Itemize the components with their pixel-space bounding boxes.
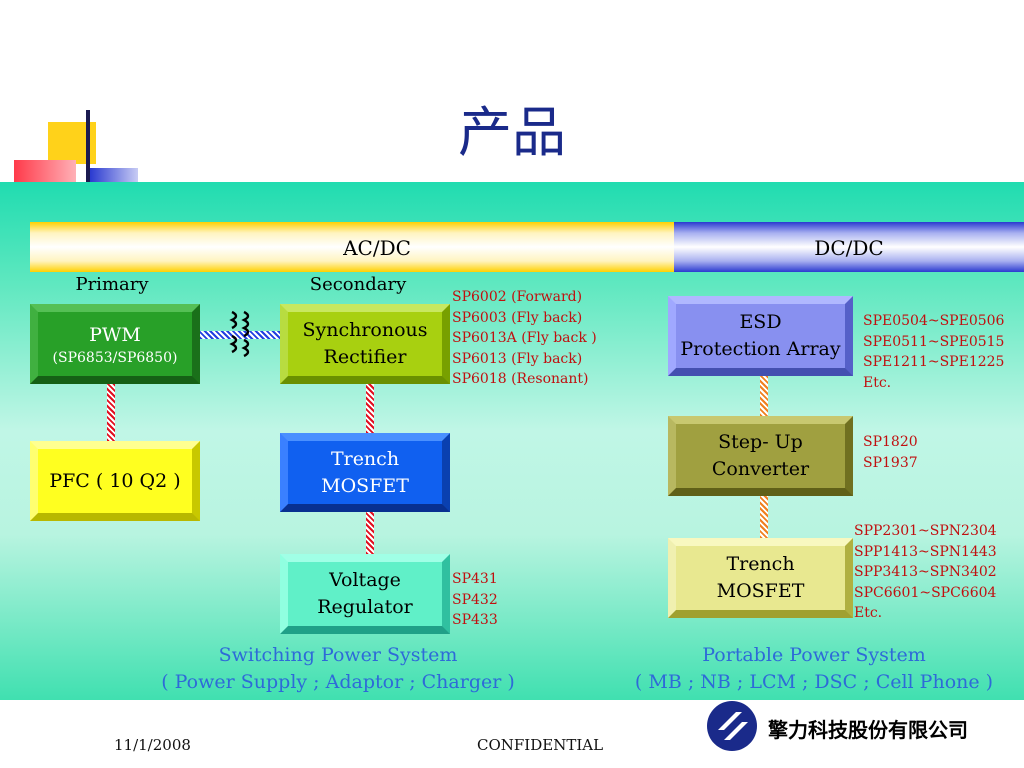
slide-title: 产品 — [458, 101, 566, 164]
pfc-label: PFC ( 10 Q2 ) — [49, 469, 181, 492]
secondary-label: Secondary — [309, 274, 407, 295]
portable-system-title: Portable Power System — [702, 644, 926, 666]
transformer-coil-icon — [229, 310, 250, 358]
trench-ac-line2: MOSFET — [321, 474, 409, 497]
trench-mosfet-dc-box: Trench MOSFET — [668, 538, 853, 618]
part-item: SP6003 (Fly back) — [452, 309, 583, 326]
company-logo-icon — [707, 701, 757, 751]
part-item: SPE1211~SPE1225 — [863, 354, 1005, 370]
sync-line1: Synchronous — [302, 319, 428, 341]
part-item: SP1937 — [863, 454, 918, 471]
decorative-blue-bar — [90, 168, 138, 182]
trench-dc-line1: Trench — [726, 553, 795, 575]
esd-parts-list: SPE0504~SPE0506 SPE0511~SPE0515 SPE1211~… — [863, 311, 1004, 393]
stepup-line2: Converter — [711, 458, 810, 480]
company-name: 擎力科技股份有限公司 — [768, 718, 968, 742]
pwm-title: PWM — [89, 323, 141, 346]
part-item: SPE0511~SPE0515 — [863, 333, 1005, 350]
portable-system-apps: ( MB ; NB ; LCM ; DSC ; Cell Phone ) — [634, 671, 994, 693]
part-item: SP1820 — [863, 434, 918, 450]
pfc-box: PFC ( 10 Q2 ) — [30, 441, 200, 521]
stepup-line1: Step- Up — [718, 431, 803, 453]
part-item: SP432 — [452, 591, 498, 608]
decorative-vertical-line — [86, 110, 90, 184]
part-item: SP6013 (Fly back) — [452, 350, 583, 367]
part-item: Etc. — [854, 605, 883, 621]
ac-dc-band — [30, 222, 674, 272]
stepup-trench-connector — [760, 496, 768, 538]
decorative-red-bar — [14, 160, 76, 182]
stepup-parts-list: SP1820 SP1937 — [863, 432, 918, 473]
part-item: SP6002 (Forward) — [452, 289, 583, 305]
step-up-converter-box: Step- Up Converter — [668, 416, 853, 496]
synchronous-rectifier-box: Synchronous Rectifier — [280, 304, 450, 384]
footer-date: 11/1/2008 — [114, 736, 191, 754]
trench-mosfet-ac-box: Trench MOSFET — [280, 433, 450, 512]
voltage-parts-list: SP431 SP432 SP433 — [452, 569, 498, 631]
pwm-pfc-connector — [107, 384, 115, 441]
esd-line2: Protection Array — [680, 338, 841, 360]
part-item: Etc. — [863, 374, 892, 391]
voltage-line1: Voltage — [329, 569, 401, 591]
esd-protection-array-box: ESD Protection Array — [668, 296, 853, 376]
primary-label: Primary — [75, 274, 149, 295]
part-item: SPE0504~SPE0506 — [863, 313, 1005, 329]
ac-dc-label: AC/DC — [343, 236, 411, 260]
switching-system-title: Switching Power System — [218, 644, 458, 666]
part-item: SP433 — [452, 612, 498, 628]
voltage-regulator-box: Voltage Regulator — [280, 554, 450, 634]
voltage-line2: Regulator — [317, 596, 413, 618]
sync-line2: Rectifier — [323, 346, 407, 368]
footer-confidential: CONFIDENTIAL — [477, 736, 604, 754]
esd-stepup-connector — [760, 376, 768, 416]
pwm-subtitle: (SP6853/SP6850) — [52, 349, 178, 366]
part-item: SP6018 (Resonant) — [452, 371, 589, 387]
part-item: SPC6601~SPC6604 — [854, 584, 997, 601]
part-item: SP6013A (Fly back ) — [452, 330, 597, 346]
esd-line1: ESD — [739, 311, 782, 333]
part-item: SP431 — [452, 571, 498, 587]
dc-dc-band — [674, 222, 1024, 272]
trench-voltage-connector — [366, 512, 374, 554]
sync-parts-list: SP6002 (Forward) SP6003 (Fly back) SP601… — [452, 287, 597, 390]
part-item: SPP2301~SPN2304 — [854, 523, 997, 539]
part-item: SPP3413~SPN3402 — [854, 564, 997, 580]
trench-dc-parts-list: SPP2301~SPN2304 SPP1413~SPN1443 SPP3413~… — [854, 521, 997, 624]
trench-ac-line1: Trench — [330, 447, 400, 470]
switching-system-apps: ( Power Supply ; Adaptor ; Charger ) — [161, 671, 515, 693]
transformer-link — [200, 331, 282, 339]
pwm-box: PWM (SP6853/SP6850) — [30, 304, 200, 384]
part-item: SPP1413~SPN1443 — [854, 543, 997, 560]
dc-dc-label: DC/DC — [814, 236, 884, 260]
sync-trench-connector — [366, 384, 374, 433]
trench-dc-line2: MOSFET — [716, 580, 805, 602]
